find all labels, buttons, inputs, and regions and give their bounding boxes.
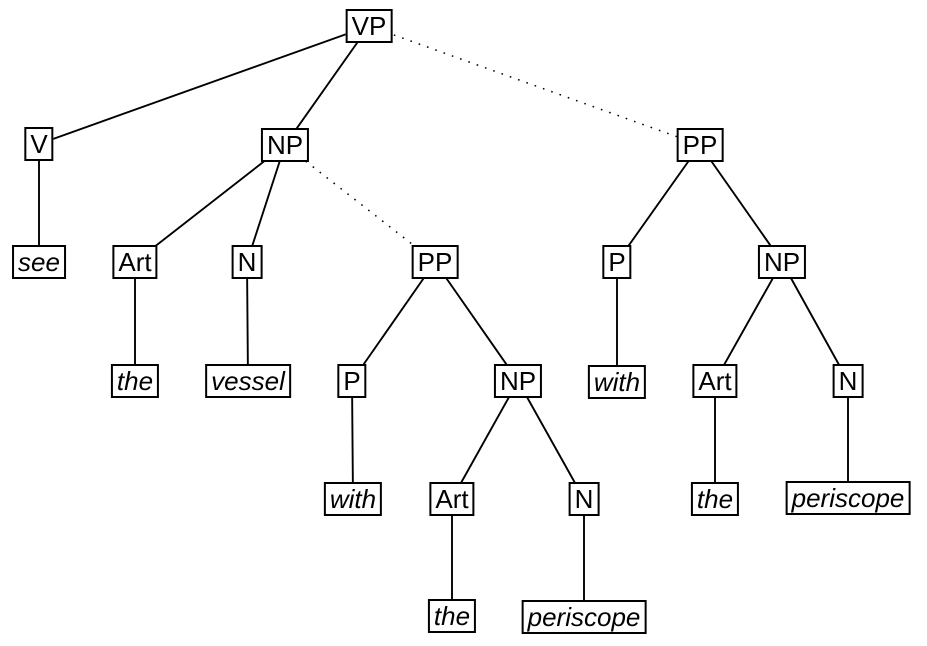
edge-pp2-p2 bbox=[616, 144, 701, 263]
tree-node-art2: Art bbox=[429, 482, 475, 516]
tree-node-n1: N bbox=[231, 245, 263, 279]
tree-node-pp2: PP bbox=[676, 128, 724, 162]
tree-node-np1: NP bbox=[260, 128, 310, 162]
edge-vp-v bbox=[38, 25, 370, 145]
tree-node-vp: VP bbox=[345, 9, 393, 43]
tree-node-the3: the bbox=[690, 482, 740, 516]
tree-node-periscope1: periscope bbox=[521, 600, 647, 634]
edge-vp-np1 bbox=[284, 25, 370, 146]
tree-node-art1: Art bbox=[112, 245, 158, 279]
edge-n1-vessel bbox=[246, 261, 249, 382]
tree-node-p2: P bbox=[602, 245, 632, 279]
edge-np2-art2 bbox=[451, 380, 519, 500]
tree-node-np2: NP bbox=[493, 364, 543, 398]
tree-node-pp1: PP bbox=[411, 245, 459, 279]
edge-np1-pp1 bbox=[284, 144, 436, 263]
tree-node-art3: Art bbox=[692, 364, 738, 398]
tree-node-v: V bbox=[24, 127, 54, 161]
tree-node-periscope2: periscope bbox=[785, 481, 911, 515]
edge-np1-art1 bbox=[134, 144, 286, 263]
tree-node-np3: NP bbox=[757, 245, 807, 279]
edge-pp1-p1 bbox=[351, 261, 436, 382]
tree-node-n2: N bbox=[568, 482, 600, 516]
tree-node-vessel: vessel bbox=[205, 364, 291, 398]
edge-np3-art3 bbox=[714, 261, 783, 382]
tree-node-with2: with bbox=[587, 365, 647, 399]
tree-node-with1: with bbox=[323, 482, 383, 516]
edge-pp2-np3 bbox=[699, 144, 783, 263]
edge-vp-pp2 bbox=[368, 25, 701, 146]
edge-np3-n3 bbox=[781, 261, 849, 382]
tree-node-p1: P bbox=[337, 364, 367, 398]
tree-node-the2: the bbox=[427, 599, 477, 633]
edge-np1-n1 bbox=[246, 144, 286, 263]
edge-np2-n2 bbox=[517, 380, 585, 500]
tree-node-n3: N bbox=[832, 364, 864, 398]
edge-p1-with1 bbox=[351, 380, 354, 500]
tree-node-see: see bbox=[12, 245, 66, 279]
tree-node-the1: the bbox=[110, 364, 160, 398]
edge-pp1-np2 bbox=[434, 261, 519, 382]
